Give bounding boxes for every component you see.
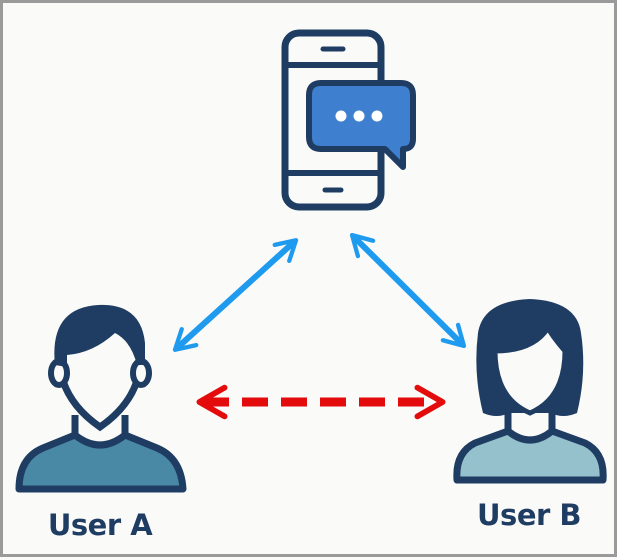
chat-bubble-icon [306,80,416,170]
user-a-icon [15,304,187,493]
user-b-icon [453,299,607,484]
link-arrow-phone-user-a [172,238,299,352]
user-a-label: User A [47,508,153,542]
diagram-canvas [15,29,607,493]
user-b-label: User B [477,498,581,532]
link-arrow-phone-user-b [349,232,467,349]
